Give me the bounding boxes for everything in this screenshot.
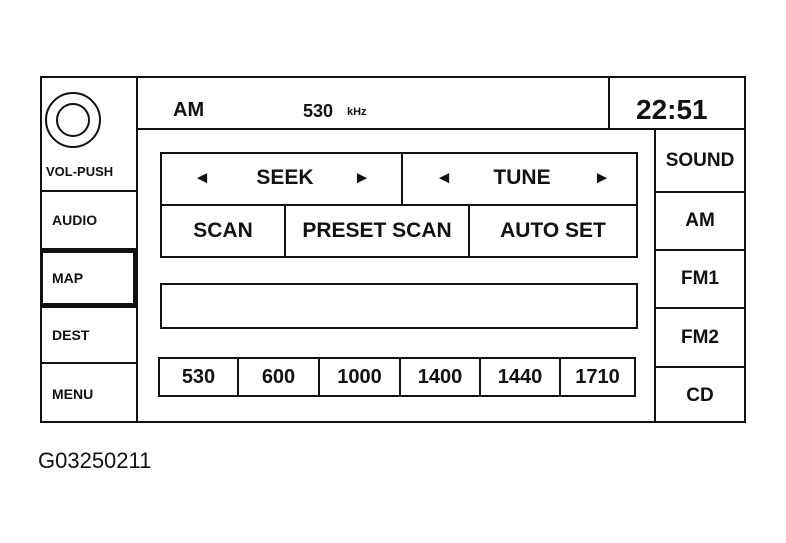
seek-label: SEEK bbox=[256, 166, 314, 189]
volume-knob-icon[interactable] bbox=[45, 92, 101, 148]
band-indicator: AM bbox=[173, 99, 205, 121]
auto-set-button-label: AUTO SET bbox=[500, 219, 606, 242]
dest-button[interactable]: DEST bbox=[40, 306, 138, 362]
scan-divider-2 bbox=[468, 206, 470, 258]
volume-knob-label: VOL-PUSH bbox=[46, 164, 114, 179]
scan-row bbox=[160, 206, 638, 258]
preset-divider-3 bbox=[399, 357, 401, 397]
scan-button-label: SCAN bbox=[193, 219, 253, 242]
preset-3-label: 1000 bbox=[337, 365, 382, 388]
fm2-button-label: FM2 bbox=[681, 326, 719, 348]
menu-button-label: MENU bbox=[52, 385, 94, 402]
seek-up-arrow-icon[interactable]: ► bbox=[353, 168, 371, 187]
scan-divider-1 bbox=[284, 206, 286, 258]
status-bar-divider bbox=[608, 76, 610, 130]
preset-button-3[interactable]: 1000 bbox=[320, 359, 399, 395]
clock: 22:51 bbox=[636, 94, 708, 125]
preset-button-4[interactable]: 1400 bbox=[401, 359, 479, 395]
am-button-label: AM bbox=[685, 210, 715, 231]
tune-up-arrow-icon[interactable]: ► bbox=[593, 168, 611, 187]
preset-divider-4 bbox=[479, 357, 481, 397]
preset-4-label: 1400 bbox=[417, 365, 463, 388]
dest-button-label: DEST bbox=[52, 327, 90, 343]
menu-button[interactable]: MENU bbox=[40, 362, 138, 423]
preset-2-label: 600 bbox=[261, 365, 296, 388]
fm2-button[interactable]: FM2 bbox=[654, 307, 746, 366]
preset-button-2[interactable]: 600 bbox=[239, 359, 318, 395]
audio-button[interactable]: AUDIO bbox=[40, 190, 138, 248]
frequency-readout: 530 bbox=[303, 101, 334, 121]
am-button[interactable]: AM bbox=[654, 191, 746, 249]
frequency-unit: kHz bbox=[347, 106, 367, 118]
sound-button-label: SOUND bbox=[665, 149, 735, 171]
preset-5-label: 1440 bbox=[497, 365, 543, 388]
map-button[interactable]: MAP bbox=[40, 248, 138, 306]
info-display-box bbox=[160, 283, 638, 329]
fm1-button-label: FM1 bbox=[681, 268, 719, 289]
cd-button-label: CD bbox=[686, 384, 714, 406]
preset-divider-1 bbox=[237, 357, 239, 397]
figure-id: G03250211 bbox=[38, 448, 152, 473]
status-bar bbox=[138, 76, 746, 130]
seek-tune-divider bbox=[401, 152, 403, 206]
tune-down-arrow-icon[interactable]: ◄ bbox=[435, 168, 453, 187]
seek-down-arrow-icon[interactable]: ◄ bbox=[193, 168, 211, 187]
preset-divider-2 bbox=[318, 357, 320, 397]
presets-row bbox=[158, 357, 636, 397]
seek-tune-row bbox=[160, 152, 638, 206]
preset-1-label: 530 bbox=[181, 365, 216, 388]
preset-button-5[interactable]: 1440 bbox=[481, 359, 559, 395]
audio-button-label: AUDIO bbox=[52, 212, 98, 228]
preset-button-1[interactable]: 530 bbox=[160, 359, 237, 395]
volume-knob-inner-icon bbox=[56, 103, 90, 137]
preset-scan-button-label: PRESET SCAN bbox=[302, 219, 452, 242]
preset-button-6[interactable]: 1710 bbox=[561, 359, 634, 395]
map-button-selected-highlight bbox=[40, 250, 136, 306]
scan-button[interactable]: SCAN bbox=[162, 206, 284, 256]
right-panel bbox=[654, 130, 746, 423]
sound-button[interactable]: SOUND bbox=[654, 130, 746, 191]
preset-scan-button[interactable]: PRESET SCAN bbox=[286, 206, 468, 256]
map-button-label: MAP bbox=[52, 270, 84, 286]
auto-set-button[interactable]: AUTO SET bbox=[470, 206, 636, 256]
tune-label: TUNE bbox=[493, 166, 551, 189]
preset-divider-5 bbox=[559, 357, 561, 397]
fm1-button[interactable]: FM1 bbox=[654, 249, 746, 307]
preset-6-label: 1710 bbox=[575, 365, 620, 388]
cd-button[interactable]: CD bbox=[654, 366, 746, 423]
